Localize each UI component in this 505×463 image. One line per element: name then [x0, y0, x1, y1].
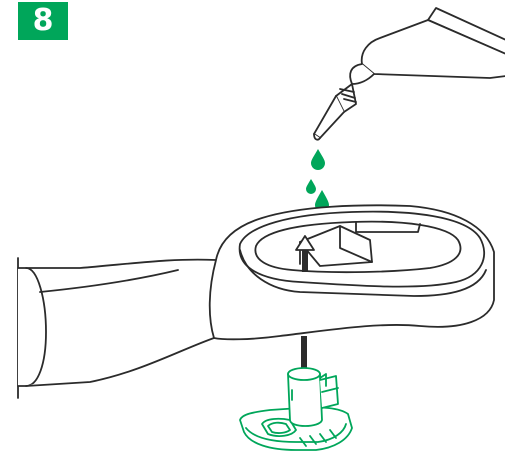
glue-tube-icon [314, 8, 505, 140]
handle-icon [18, 205, 494, 398]
clip-icon [240, 368, 352, 450]
step-number: 8 [33, 6, 54, 36]
step-number-badge: 8 [18, 2, 68, 40]
drop-icon [311, 149, 325, 170]
drop-icon [306, 179, 316, 194]
glue-drops [306, 149, 329, 212]
